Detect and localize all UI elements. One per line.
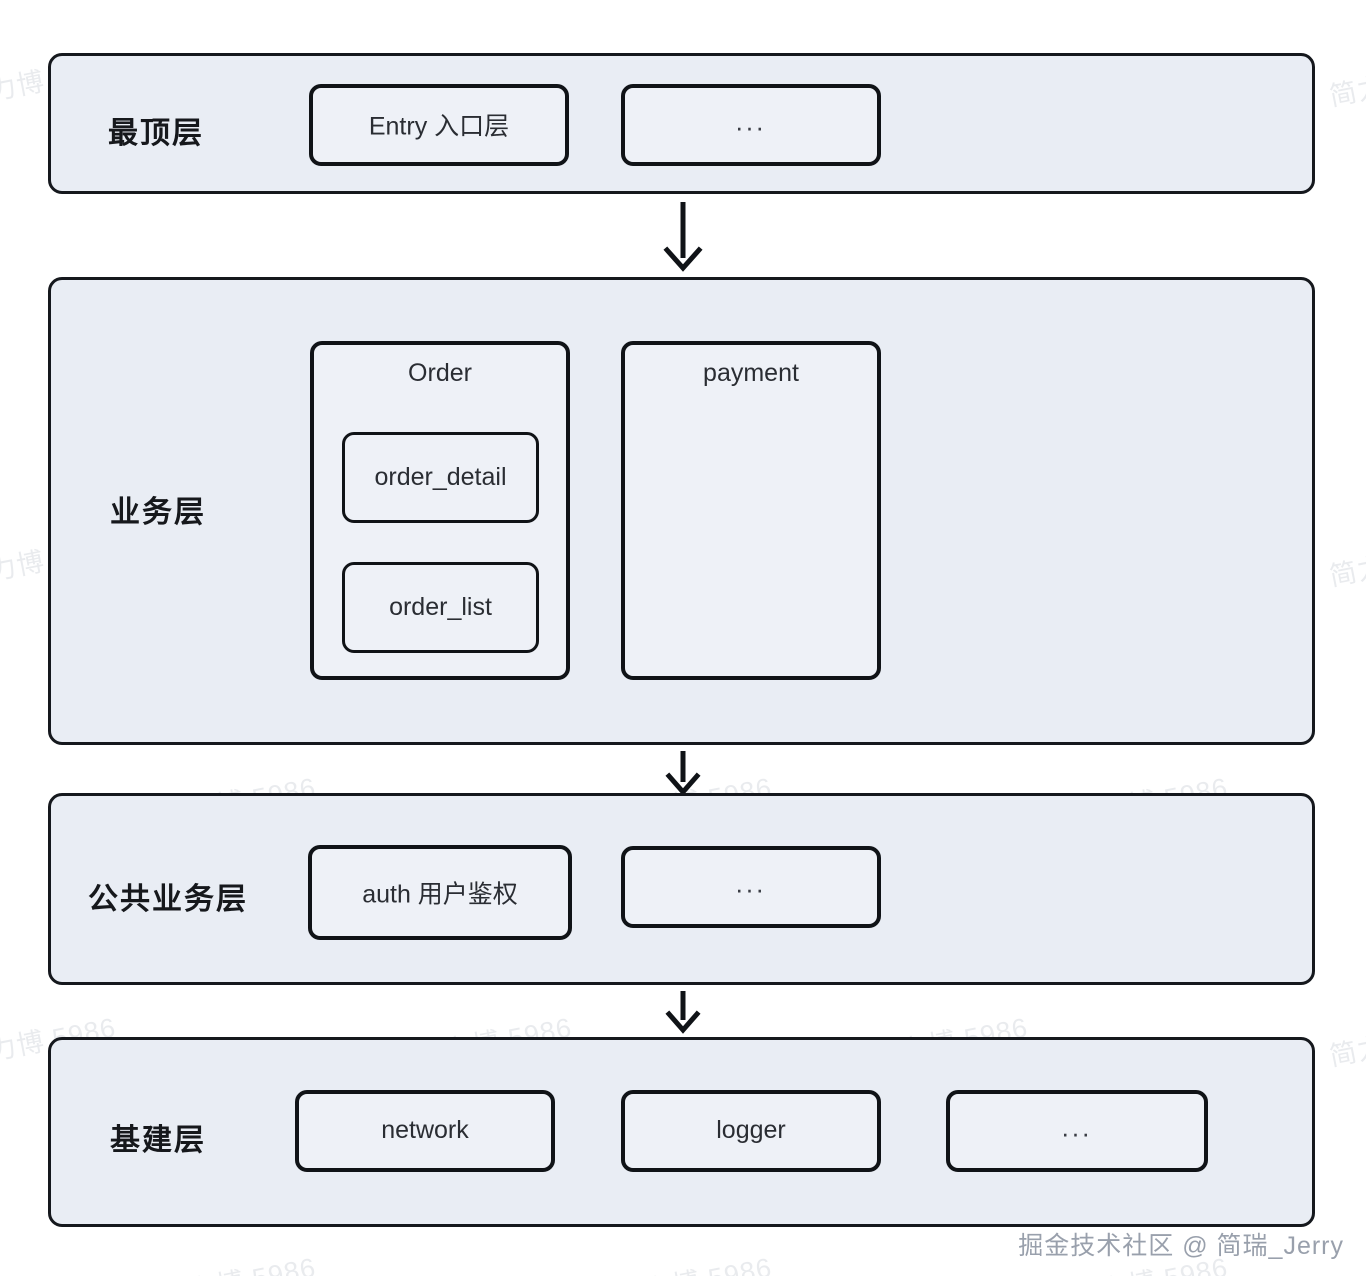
module-label-network: network [381,1115,469,1144]
ellipsis-label-common-more: ... [735,868,767,899]
watermark-text: 简力博 5986 [1327,1012,1366,1072]
module-label-auth: auth 用户鉴权 [362,879,518,908]
watermark-text: 简力博 5986 [1327,532,1366,592]
layer-title-common-business: 公共业务层 [88,883,248,916]
module-box-order-detail[interactable]: order_detail [342,432,539,523]
arrow-top-to-business [650,200,720,277]
arrow-common-to-infra [650,990,720,1041]
watermark-text: 简力博 5986 [158,1245,319,1276]
ellipsis-label-top-more: ... [735,106,767,137]
module-label-payment: payment [703,359,799,387]
module-label-order-detail: order_detail [374,462,507,491]
module-box-top-more[interactable]: ... [621,84,881,166]
module-box-order-list[interactable]: order_list [342,562,539,653]
module-box-entry[interactable]: Entry 入口层 [309,84,569,166]
ellipsis-label-infra-more: ... [1061,1112,1093,1143]
module-container-payment[interactable]: payment [621,341,881,680]
module-box-auth[interactable]: auth 用户鉴权 [308,845,572,940]
layer-title-business: 业务层 [110,496,206,529]
credit-watermark: 掘金技术社区 @ 简瑞_Jerry [1018,1232,1344,1260]
layer-title-top: 最顶层 [108,117,204,150]
module-box-logger[interactable]: logger [621,1090,881,1172]
module-box-network[interactable]: network [295,1090,555,1172]
module-label-entry: Entry 入口层 [368,112,510,141]
arrow-business-to-common [650,750,720,803]
module-label-order: Order [408,359,472,387]
module-label-logger: logger [716,1115,786,1144]
module-box-common-more[interactable]: ... [621,846,881,928]
module-box-infra-more[interactable]: ... [946,1090,1208,1172]
module-label-order-list: order_list [389,592,492,621]
layer-title-infrastructure: 基建层 [110,1124,206,1157]
watermark-text: 简力博 5986 [614,1245,775,1276]
watermark-text: 简力博 5986 [1327,52,1366,112]
